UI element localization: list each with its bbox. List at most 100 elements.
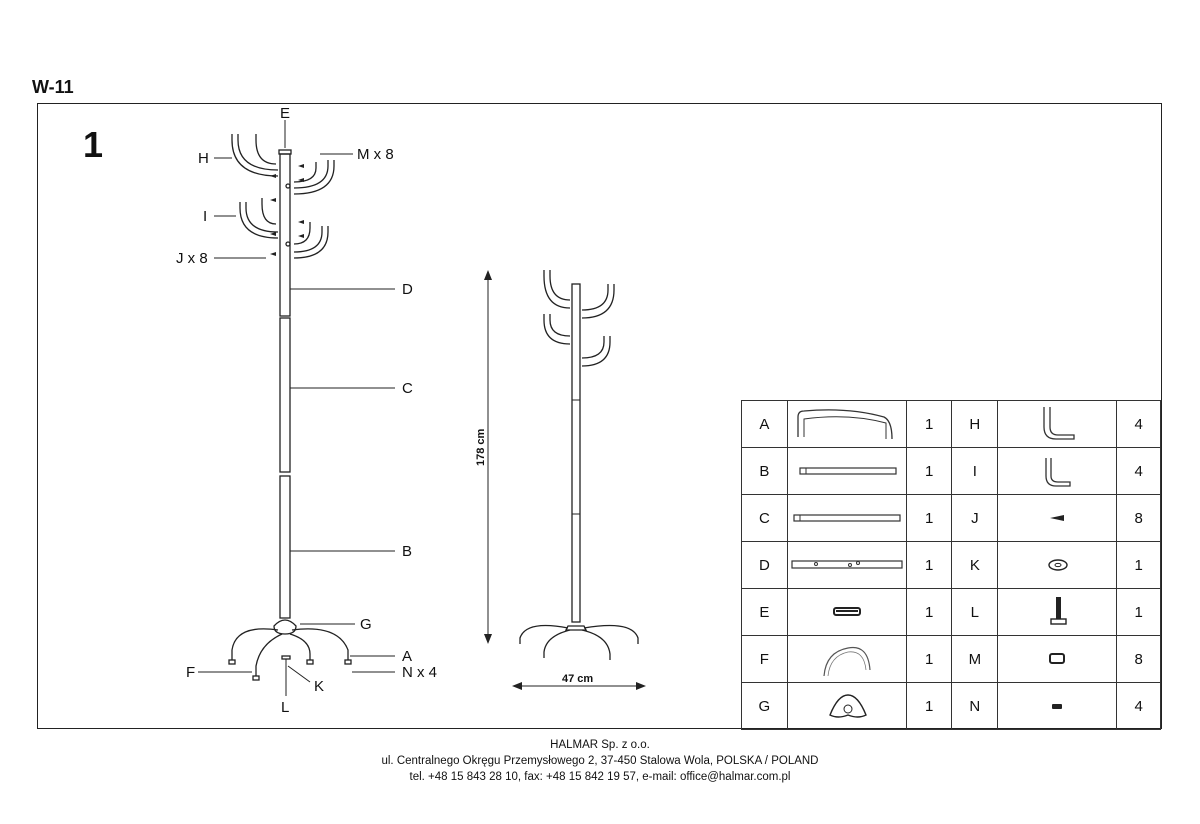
height-dimension-arrow: [484, 270, 492, 644]
hook-cap-icon: [1049, 653, 1066, 664]
washer-icon: [1048, 559, 1068, 571]
part-quantity: 4: [1116, 400, 1161, 448]
part-letter: H: [951, 400, 999, 448]
part-quantity: 8: [1116, 494, 1161, 542]
part-image: [997, 541, 1118, 589]
part-letter: B: [741, 447, 788, 495]
part-quantity: 1: [905, 635, 953, 683]
part-quantity: 1: [905, 588, 953, 636]
label-i: I: [203, 208, 207, 225]
part-quantity: 8: [1116, 635, 1161, 683]
part-letter: F: [741, 635, 788, 683]
width-dimension-label: 47 cm: [562, 673, 593, 685]
part-quantity: 1: [1116, 541, 1161, 589]
hooks-h: [231, 134, 335, 195]
width-dimension-arrow: [512, 682, 646, 690]
hooks-i: [239, 198, 329, 259]
top-cap-icon: [832, 607, 861, 616]
model-code: W-11: [32, 77, 74, 97]
part-letter: G: [741, 682, 788, 730]
label-j: J x 8: [176, 250, 208, 267]
part-image: [997, 682, 1118, 730]
label-e: E: [280, 105, 290, 122]
part-image: [786, 447, 907, 495]
part-image: [997, 447, 1118, 495]
part-letter: J: [951, 494, 999, 542]
part-letter: E: [741, 588, 788, 636]
label-h: H: [198, 150, 209, 167]
part-quantity: 1: [905, 494, 953, 542]
bolt-l: [281, 655, 291, 672]
part-letter: C: [741, 494, 788, 542]
screw-inserts-j: [270, 164, 304, 256]
base-hub-icon: [828, 694, 867, 718]
part-letter: K: [951, 541, 999, 589]
part-letter: L: [951, 588, 999, 636]
hook-small-icon: [1045, 458, 1071, 487]
footer: HALMAR Sp. z o.o. ul. Centralnego Okręgu…: [0, 737, 1200, 785]
part-quantity: 1: [905, 400, 953, 448]
part-quantity: 4: [1116, 682, 1161, 730]
part-image: [786, 541, 907, 589]
tube-short-icon: [799, 467, 897, 475]
footer-contact: tel. +48 15 843 28 10, fax: +48 15 842 1…: [409, 771, 791, 783]
part-image: [786, 400, 907, 448]
part-letter: I: [951, 447, 999, 495]
part-quantity: 1: [1116, 588, 1161, 636]
part-quantity: 1: [905, 447, 953, 495]
pole-segment-d: [279, 153, 291, 317]
part-letter: A: [741, 400, 788, 448]
part-image: [997, 635, 1118, 683]
footer-company: HALMAR Sp. z o.o.: [550, 739, 650, 751]
part-image: [997, 400, 1118, 448]
label-n: N x 4: [402, 664, 437, 681]
part-image: [997, 494, 1118, 542]
height-dimension-label: 178 cm: [475, 428, 487, 466]
part-quantity: 1: [905, 682, 953, 730]
label-a: A: [402, 648, 412, 665]
base-leg-thin-icon: [823, 646, 871, 677]
label-l: L: [281, 699, 289, 716]
instruction-frame: 1: [37, 103, 1162, 730]
screw-insert-icon: [1050, 515, 1065, 521]
part-letter: D: [741, 541, 788, 589]
hook-large-icon: [1043, 407, 1075, 440]
label-d: D: [402, 281, 413, 298]
part-image: [786, 494, 907, 542]
part-image: [997, 588, 1118, 636]
label-g: G: [360, 616, 372, 633]
base-hub-g: [273, 619, 297, 635]
step-number: 1: [83, 124, 104, 165]
label-c: C: [402, 380, 413, 397]
label-f: F: [186, 664, 195, 681]
part-image: [786, 635, 907, 683]
foot-pads-n: [228, 659, 352, 681]
exploded-assembly-drawing: E M x 8 H I J x 8 D C B G A F N x 4 K L: [176, 105, 646, 716]
part-letter: M: [951, 635, 999, 683]
tube-holes-icon: [791, 560, 903, 569]
part-quantity: 1: [905, 541, 953, 589]
tube-medium-icon: [793, 514, 901, 522]
label-k: K: [314, 678, 324, 695]
assembled-coat-stand: [519, 270, 639, 660]
pole-segment-b: [279, 475, 291, 619]
label-m: M x 8: [357, 146, 394, 163]
label-b: B: [402, 543, 412, 560]
footer-address: ul. Centralnego Okręgu Przemysłowego 2, …: [381, 755, 819, 767]
base-legs-a: [231, 628, 349, 676]
part-quantity: 4: [1116, 447, 1161, 495]
top-cap-e: [278, 149, 292, 155]
foot-pad-icon: [1052, 704, 1063, 709]
part-image: [786, 682, 907, 730]
pole-segment-c: [279, 317, 291, 473]
part-letter: N: [951, 682, 999, 730]
part-image: [786, 588, 907, 636]
